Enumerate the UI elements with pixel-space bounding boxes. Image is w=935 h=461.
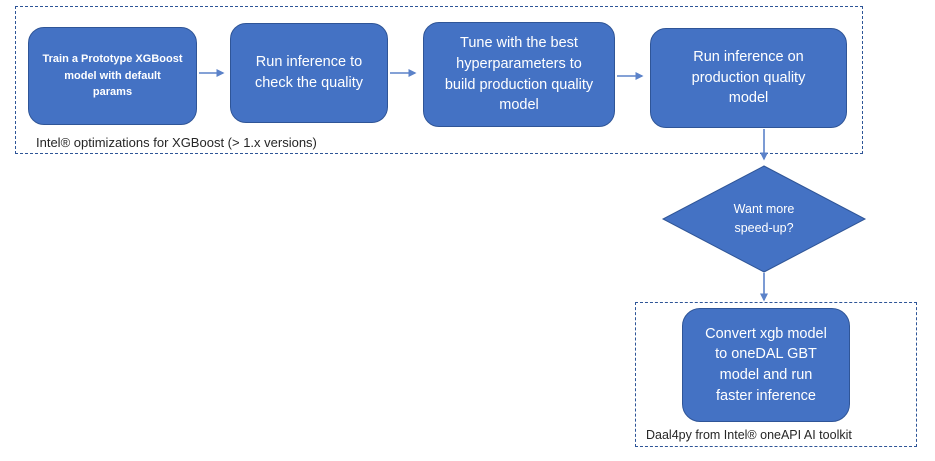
flow-step-run-inference-check: Run inference to check the quality (230, 23, 388, 123)
decision-want-more-speedup: Want more speed-up? (733, 202, 795, 235)
daal4py-group: Daal4py from Intel® oneAPI AI toolkit (635, 302, 917, 447)
flow-step-convert-model: Convert xgb model to oneDAL GBT model an… (682, 308, 850, 422)
flow-step-run-inference-production-label: Run inference on production quality mode… (691, 49, 806, 107)
xgboost-optimizations-group: Intel® optimizations for XGBoost (> 1.x … (15, 6, 863, 154)
flow-step-tune-hyperparameters: Tune with the best hyperparameters to bu… (423, 22, 615, 127)
daal4py-group-label: Daal4py from Intel® oneAPI AI toolkit (646, 428, 852, 442)
flow-step-tune-hyperparameters-label: Tune with the best hyperparameters to bu… (444, 35, 594, 114)
flow-step-train-prototype: Train a Prototype XGBoost model with def… (28, 27, 197, 125)
flow-step-convert-model-label: Convert xgb model to oneDAL GBT model an… (705, 325, 827, 404)
flow-step-train-prototype-label: Train a Prototype XGBoost model with def… (42, 53, 183, 99)
flow-step-run-inference-production: Run inference on production quality mode… (650, 28, 847, 128)
xgboost-group-label: Intel® optimizations for XGBoost (> 1.x … (36, 135, 317, 150)
flow-step-run-inference-check-label: Run inference to check the quality (254, 54, 363, 91)
